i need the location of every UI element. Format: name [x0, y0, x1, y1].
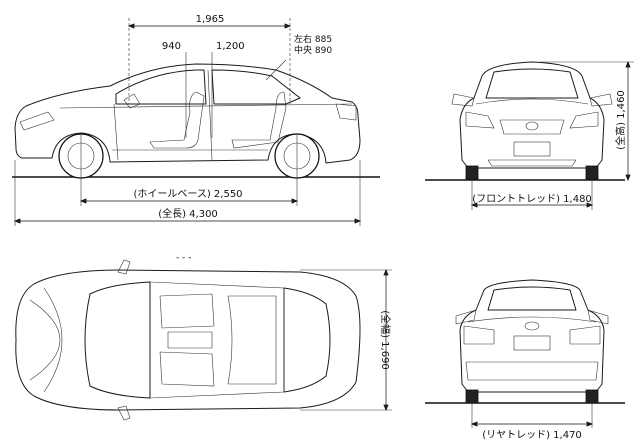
side-door-line-2	[113, 103, 119, 161]
arrow-w-b	[383, 404, 389, 412]
side-view: 1,965 940 1,200 左右 885 中央 890 (ホイールベース) …	[12, 14, 380, 226]
rear-taillight-r	[569, 325, 601, 345]
label-cabin-length: 1,965	[196, 14, 225, 25]
arrow-cabin-r	[284, 23, 292, 29]
rear-taillight-l	[463, 325, 495, 345]
side-steering	[123, 93, 141, 109]
arrow-wb-r	[291, 198, 299, 204]
label-rear-tread: (リヤトレッド) 1,470	[482, 430, 582, 441]
side-rear-seat	[231, 91, 287, 149]
front-mirror-r	[589, 93, 613, 107]
rear-window	[487, 286, 577, 311]
top-front-seat-l	[159, 293, 215, 329]
dim-shoulder-leader	[265, 59, 287, 81]
top-rear-window	[283, 287, 331, 393]
front-headlight-r	[569, 111, 599, 129]
arrow-ft-l	[470, 202, 478, 208]
rear-body-outline	[459, 279, 605, 393]
label-shoulder-lr: 左右 885	[294, 33, 332, 45]
front-view: (全高) 1,460 (フロントトレッド) 1,480	[425, 60, 634, 210]
top-marker-dashes: - - -	[176, 253, 191, 263]
front-emblem	[525, 121, 539, 131]
label-overall-length: (全長) 4,300	[158, 207, 218, 220]
front-grille	[499, 119, 565, 135]
top-console	[167, 331, 213, 349]
top-view: - - - (全幅) 1,690	[15, 253, 392, 421]
arrow-len-l	[13, 218, 21, 224]
rear-tyre-l	[465, 389, 479, 404]
rear-plate	[513, 335, 551, 351]
label-front-headroom: 940	[162, 41, 181, 52]
side-windows	[115, 69, 301, 105]
arrow-rt-r	[586, 421, 594, 427]
arrow-wb-l	[79, 198, 87, 204]
arrow-h-b	[625, 174, 631, 182]
front-tyre-r	[585, 165, 599, 181]
side-body-outline	[14, 63, 361, 164]
rear-mirror-l	[455, 309, 477, 325]
top-front-seat-r	[159, 351, 215, 387]
side-taillight	[335, 103, 357, 121]
rear-bumper	[465, 361, 599, 381]
side-belt-line	[59, 103, 353, 109]
front-tyre-l	[465, 165, 479, 181]
side-door-line-1	[207, 69, 213, 161]
arrow-len-r	[354, 218, 362, 224]
side-headlight	[19, 111, 55, 131]
label-shoulder-center: 中央 890	[294, 44, 332, 56]
arrow-cabin-l	[127, 23, 135, 29]
rear-view: (リヤトレッド) 1,470	[425, 279, 625, 441]
front-body-outline	[459, 61, 605, 169]
top-mirror-l	[117, 259, 131, 275]
front-headlight-l	[465, 111, 495, 129]
top-hood-lines	[29, 287, 63, 393]
label-wheelbase: (ホイールベース) 2,550	[133, 188, 242, 200]
rear-tyre-r	[585, 389, 599, 404]
label-overall-height: (全高) 1,460	[614, 90, 627, 150]
front-mirror-l	[451, 93, 475, 107]
rear-mirror-r	[587, 309, 609, 325]
top-windshield	[84, 281, 151, 399]
top-mirror-r	[117, 405, 131, 421]
label-front-tread: (フロントトレッド) 1,480	[472, 194, 592, 205]
front-plate	[513, 141, 551, 157]
arrow-h-t	[625, 60, 631, 68]
top-roof	[149, 281, 285, 399]
label-overall-width: (全幅) 1,690	[379, 310, 392, 370]
label-rear-headroom: 1,200	[216, 41, 245, 52]
front-hood-line	[475, 98, 589, 105]
arrow-rt-l	[470, 421, 478, 427]
front-windshield	[485, 68, 579, 99]
rear-trunk-line	[467, 316, 597, 323]
top-rear-seat	[227, 295, 277, 385]
arrow-ft-r	[586, 202, 594, 208]
side-front-seat	[149, 91, 205, 149]
arrow-w-t	[383, 268, 389, 276]
rear-emblem	[524, 321, 540, 331]
top-body-outline	[15, 269, 361, 411]
front-lower-grille	[487, 159, 577, 167]
